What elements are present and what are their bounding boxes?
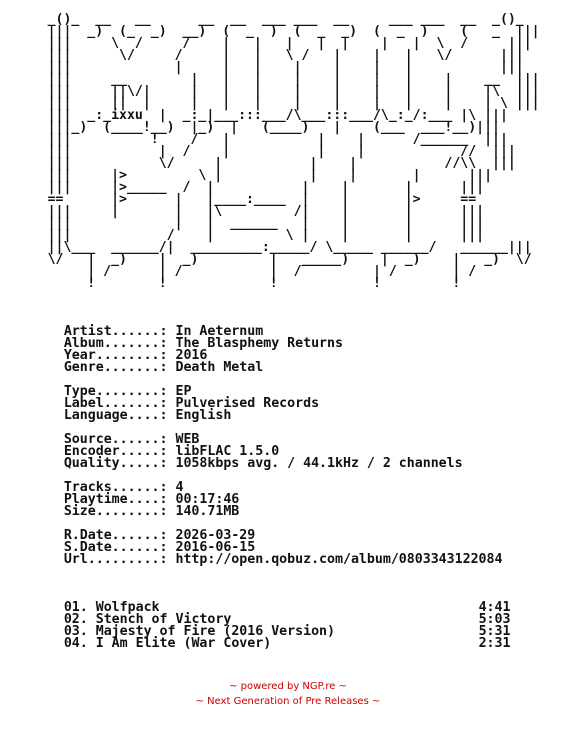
track-number: 04. — [63, 636, 88, 651]
track-duration: 2:31 — [478, 636, 511, 651]
ascii-logo-line: ||| __ | | | | | | | | __ ||| — [0, 72, 540, 87]
track-duration: 5:31 — [478, 624, 511, 639]
ascii-logo-line: ||| | | ______ | | | ||| — [0, 216, 485, 231]
ascii-logo-line: ||| _:_ixxu | _:_|___:::___/\___:::___/\… — [0, 108, 508, 123]
ascii-logo-line: == |> | |____:____ | | |> == — [0, 192, 477, 207]
track-row: 04. I Am Elite (War Cover) 2:31 — [0, 636, 576, 651]
url-row: Url.........: http://open.qobuz.com/albu… — [63, 552, 503, 567]
tracklist: 01. Wolfpack 4:41 02. Stench of Victory … — [0, 600, 576, 651]
powered-by-footer: ~ powered by NGP.re ~ — [229, 681, 347, 692]
size-row: Size........: 140.71MB — [63, 504, 240, 519]
label-value: Pulverised Records — [175, 396, 320, 411]
ascii-logo-line: ||| || | | | | | | | | | | \ ||| — [0, 96, 540, 111]
ascii-logo-line: ||| \ / / | | | | | | | \ / ||| — [0, 36, 532, 51]
track-number: 01. — [63, 600, 88, 615]
tracks-row: Tracks......: 4 — [63, 480, 184, 495]
label-row: Label.......: Pulverised Records — [63, 396, 320, 411]
rdate-value: 2026-03-29 — [175, 528, 256, 543]
ascii-logo-line: ||| ! / | | | /______ ||| — [0, 132, 508, 147]
tracks-value: 4 — [175, 480, 184, 495]
nfo-document: _()_ __ __ __ __ ___ ___ __ ___ ___ __ _… — [0, 12, 576, 651]
ascii-logo-line: ||| | / | | | // ||| — [0, 144, 516, 159]
track-duration: 5:03 — [478, 612, 511, 627]
genre-value: Death Metal — [175, 360, 264, 375]
ascii-logo-line: ||| | | | | | | | ||| — [0, 60, 524, 75]
language-row: Language....: English — [63, 408, 232, 423]
sdate-row: S.Date......: 2016-06-15 — [63, 540, 256, 555]
track-title: Majesty of Fire (2016 Version) — [95, 624, 335, 639]
language-value: English — [175, 408, 232, 423]
ascii-logo-line: ||| | | |\ /| | | ||| — [0, 204, 485, 219]
year-value: 2016 — [175, 348, 208, 363]
size-value: 140.71MB — [175, 504, 240, 519]
encoder-row: Encoder.....: libFLAC 1.5.0 — [63, 444, 280, 459]
sdate-value: 2016-06-15 — [175, 540, 256, 555]
track-number: 03. — [63, 624, 88, 639]
url-value: http://open.qobuz.com/album/080334312208… — [175, 552, 503, 567]
track-duration: 4:41 — [478, 600, 511, 615]
ascii-logo-line: ||| \/ | | | //\\ ||| — [0, 156, 516, 171]
ascii-logo-line: | / | / | / | / | / — [0, 264, 477, 279]
ascii-logo-line: ||| ||\/| | | | | | | | | |\ ||| — [0, 84, 540, 99]
track-row: 01. Wolfpack 4:41 — [0, 600, 576, 615]
ascii-logo: _()_ __ __ __ __ ___ ___ __ ___ ___ __ _… — [0, 12, 573, 291]
playtime-value: 00:17:46 — [175, 492, 240, 507]
quality-value: 1058kbps avg. / 44.1kHz / 2 channels — [175, 456, 463, 471]
album-value: The Blasphemy Returns — [175, 336, 343, 351]
ascii-logo-line: ! ! ! ! ! — [0, 276, 461, 291]
album-row: Album.......: The Blasphemy Returns — [63, 336, 343, 351]
ascii-logo-line: ||\___ ______/| _________:_____/ \_____ … — [0, 240, 532, 255]
ascii-logo-line: ||| \/ / | | \ / | | | \/ ||| — [0, 48, 524, 63]
source-value: WEB — [175, 432, 200, 447]
ascii-logo-line: _()_ __ __ __ __ ___ ___ __ ___ ___ __ _… — [0, 12, 524, 27]
ascii-logo-line: ||| |> \ | | | | ||| — [0, 168, 493, 183]
type-value: EP — [175, 384, 192, 399]
playtime-row: Playtime....: 00:17:46 — [63, 492, 240, 507]
type-row: Type........: EP — [63, 384, 192, 399]
rdate-row: R.Date......: 2026-03-29 — [63, 528, 256, 543]
track-title: I Am Elite (War Cover) — [95, 636, 272, 651]
source-row: Source......: WEB — [63, 432, 200, 447]
track-title: Wolfpack — [95, 600, 160, 615]
track-number: 02. — [63, 612, 88, 627]
quality-row: Quality.....: 1058kbps avg. / 44.1kHz / … — [63, 456, 463, 471]
genre-row: Genre.......: Death Metal — [63, 360, 264, 375]
ascii-logo-line: ||| |>_____ / | | | | ||| — [0, 180, 485, 195]
track-row: 02. Stench of Victory 5:03 — [0, 612, 576, 627]
artist-value: In Aeternum — [175, 324, 264, 339]
year-row: Year........: 2016 — [63, 348, 208, 363]
ascii-logo-line: ||| _) (_ _) __) ( _ ) ( _ _) ( _ ) ( _ … — [0, 24, 540, 39]
track-row: 03. Majesty of Fire (2016 Version) 5:31 — [0, 624, 576, 639]
ascii-logo-line: |||_) (____!__) |_) | (____) | (___ ___!… — [0, 120, 500, 135]
artist-row: Artist......: In Aeternum — [63, 324, 264, 339]
encoder-value: libFLAC 1.5.0 — [175, 444, 280, 459]
ascii-logo-line: ||| / | \ | | | ||| — [0, 228, 485, 243]
ascii-logo-line: \/ | _) | _) | _____) | _) | _) \/ — [0, 252, 532, 267]
track-title: Stench of Victory — [95, 612, 232, 627]
ngp-tagline-footer: ~ Next Generation of Pre Releases ~ — [195, 696, 381, 707]
